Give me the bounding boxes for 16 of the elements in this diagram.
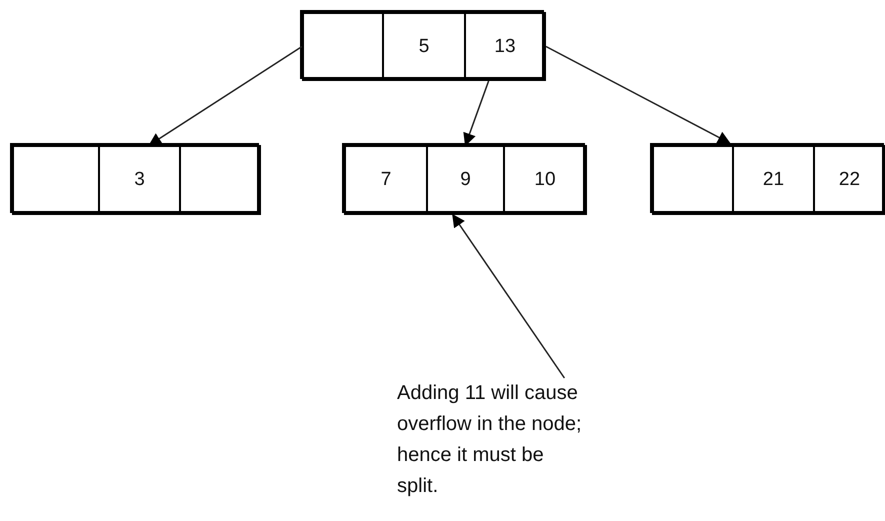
annotation-text: Adding 11 will cause overflow in the node; hence it must be split. [397, 378, 583, 508]
tree-node-box [650, 143, 884, 213]
pointer-arrow [148, 46, 302, 146]
key-cell: 21 [732, 145, 815, 215]
key-cell: 7 [344, 145, 428, 215]
key-cell: 3 [98, 145, 181, 215]
tree-node-box [10, 143, 259, 213]
key-cell: 22 [813, 145, 885, 215]
tree-node-box [300, 10, 544, 79]
key-cell: 13 [464, 12, 546, 81]
key-cell: 5 [382, 12, 466, 81]
pointer-arrow [546, 46, 731, 144]
tree-node-box [342, 143, 585, 213]
key-cell: 9 [426, 145, 505, 215]
leader-arrow [452, 214, 566, 378]
key-cell: 10 [503, 145, 587, 215]
